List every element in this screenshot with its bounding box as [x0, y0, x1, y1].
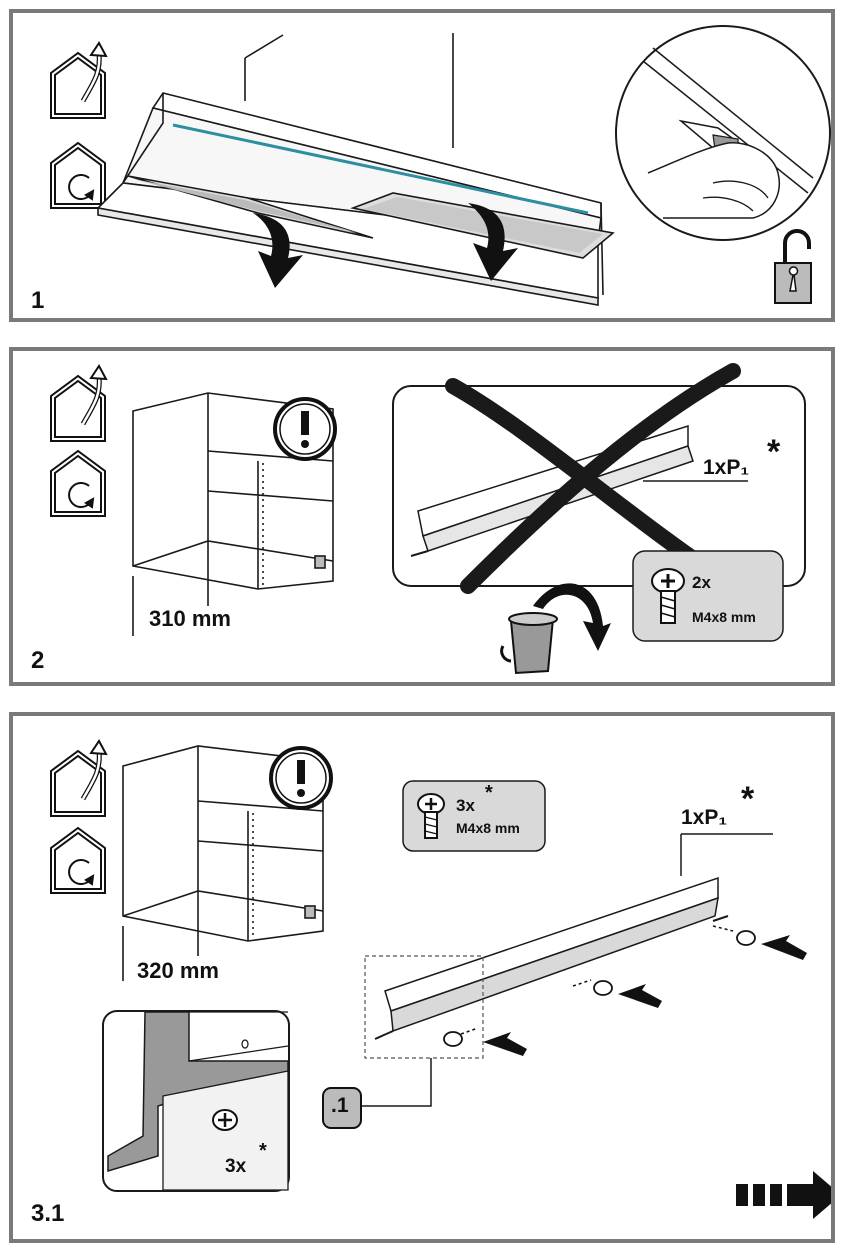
house-arrow-icon — [50, 364, 108, 442]
step-number: 3.1 — [31, 1200, 65, 1227]
step-1-illustration — [50, 25, 831, 306]
step-number: 1 — [31, 287, 45, 314]
house-recirculation-icon — [50, 449, 106, 517]
screw-count: 3x — [456, 796, 475, 815]
asterisk: * — [485, 782, 493, 804]
step-1-panel: 1 — [9, 9, 835, 322]
step-2-panel: 310 mm 1xP₁ * 2x M4x8 mm 2 — [9, 347, 835, 686]
screw-icon — [651, 568, 685, 624]
house-arrow-icon — [50, 739, 108, 817]
padlock-open-icon — [774, 229, 812, 304]
part-label: 1xP₁ — [681, 806, 728, 829]
part-label: 1xP₁ — [703, 456, 750, 479]
latch-detail — [615, 25, 831, 241]
next-page-arrow-icon — [736, 1171, 831, 1219]
depth-measurement: 320 mm — [137, 958, 219, 983]
house-recirculation-icon — [50, 826, 106, 894]
screw-icon — [417, 793, 445, 839]
detail-screw-count: 3x — [225, 1156, 247, 1177]
warning-icon — [273, 397, 337, 461]
detail-reference-badge — [322, 1087, 362, 1129]
screw-arrows — [443, 925, 807, 1056]
depth-measurement: 310 mm — [149, 606, 231, 631]
house-recirculation-icon — [50, 141, 106, 209]
screw-box — [632, 550, 784, 642]
house-arrow-icon — [50, 41, 108, 119]
step-3-1-panel: 320 mm 1xP₁ * 3x * M4x8 mm .1 3x * 3.1 — [9, 712, 835, 1243]
step-3-1-illustration — [50, 739, 831, 1219]
warning-icon — [269, 746, 333, 810]
mounting-rail — [358, 833, 773, 1107]
asterisk: * — [741, 780, 755, 818]
step-number: 2 — [31, 647, 45, 674]
screw-box — [402, 780, 546, 852]
arrow-down-icon — [253, 203, 518, 288]
asterisk: * — [767, 433, 781, 471]
cooker-hood — [96, 33, 615, 306]
step-2-illustration — [50, 363, 806, 675]
trash-bin-icon — [500, 583, 611, 675]
screw-size: M4x8 mm — [692, 609, 756, 625]
screw-size: M4x8 mm — [456, 820, 520, 836]
wall-cabinet — [122, 745, 324, 981]
not-used-rail — [392, 363, 806, 594]
screw-count: 2x — [692, 573, 711, 592]
detail-inset — [102, 1010, 290, 1192]
detail-reference: .1 — [331, 1094, 349, 1117]
asterisk: * — [259, 1140, 267, 1162]
